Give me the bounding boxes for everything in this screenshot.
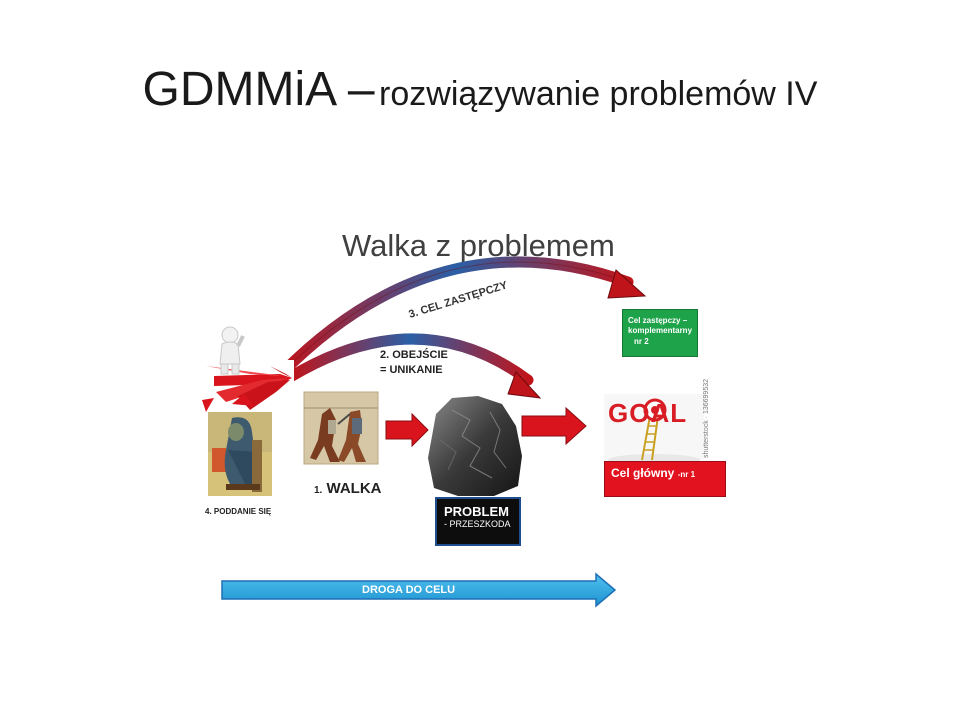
diagram-title: Walka z problemem [342, 228, 615, 263]
stock-watermark: shutterstock · 136699532 [703, 379, 710, 458]
slide-title-sub: rozwiązywanie problemów IV [379, 75, 818, 113]
road-arrow [221, 572, 617, 608]
problem-box: PROBLEM - PRZESZKODA [435, 497, 521, 546]
main-goal-nr: -nr 1 [677, 470, 696, 479]
problem-title: PROBLEM [444, 504, 509, 519]
arc-bypass-label: 2. OBEJŚCIE = UNIKANIE [380, 348, 448, 378]
arc-replacement-arrowhead [607, 269, 647, 299]
problem-subtitle: - PRZESZKODA [444, 519, 511, 529]
crossroads-picture [200, 326, 294, 412]
slide-title-main: GDMMiA – [142, 63, 375, 116]
give-up-painting [208, 412, 272, 496]
main-goal-label: Cel główny [611, 466, 675, 480]
fight-text: WALKA [326, 480, 382, 497]
replacement-goal-line3: nr 2 [634, 336, 649, 346]
arc-bypass-label-line1: 2. OBEJŚCIE [380, 349, 448, 361]
arc-bypass [286, 333, 542, 399]
replacement-goal-line2: komplementarny [628, 326, 693, 336]
goal-image-text: GOAL [608, 398, 688, 428]
arc-bypass-label-line2: = UNIKANIE [380, 363, 443, 376]
fight-arrow [385, 412, 429, 448]
arc-replacement-label: 3. CEL ZASTĘPCZY [407, 279, 509, 321]
give-up-label: 4. PODDANIE SIĘ [205, 507, 272, 516]
problem-to-goal-arrow [521, 406, 587, 446]
arc-replacement-goal [277, 256, 647, 378]
main-goal-box: Cel główny -nr 1 [604, 461, 726, 497]
slide-title: GDMMiA – rozwiązywanie problemów IV [0, 62, 960, 117]
fight-number: 1. [314, 485, 323, 496]
fight-label: 1. WALKA [314, 480, 382, 497]
goal-picture [604, 394, 704, 466]
arc-bypass-arrowhead [507, 371, 542, 399]
replacement-goal-box: Cel zastępczy – komplementarny nr 2 [622, 309, 698, 357]
replacement-goal-line1: Cel zastępczy – [628, 316, 688, 325]
problem-rock [428, 396, 522, 496]
road-label: DROGA DO CELU [362, 584, 456, 596]
fight-mosaic [303, 391, 379, 465]
